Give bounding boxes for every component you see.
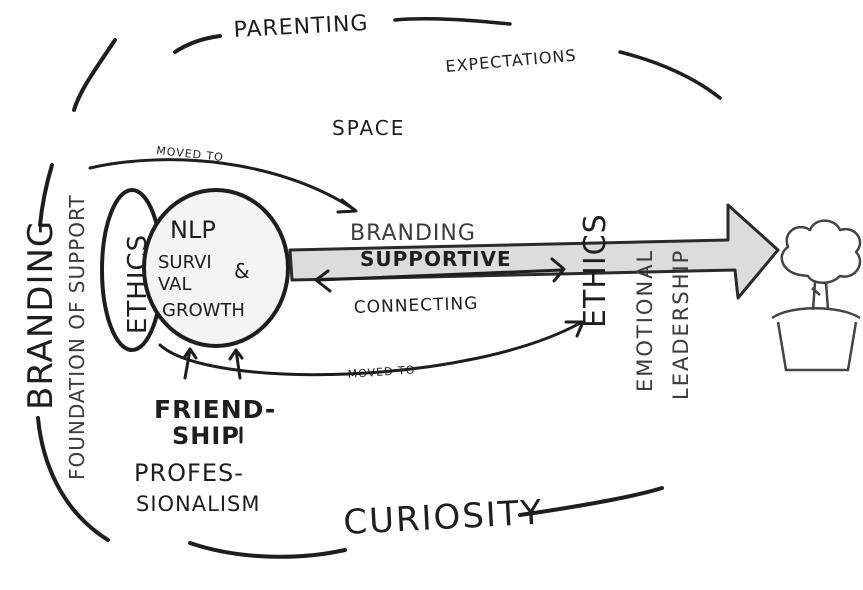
nlp-circle (142, 188, 290, 348)
growth-label: GROWTH (162, 300, 245, 321)
moved-to-top-arrowhead (336, 198, 358, 214)
ampersand-label: & (234, 259, 250, 283)
val-label: VAL (158, 274, 192, 295)
expectations-label: EXPECTATIONS (445, 46, 578, 76)
supportive-label: SUPPORTIVE (360, 247, 512, 271)
tree-icon (771, 219, 862, 372)
moved-to-top-arrow (88, 158, 357, 212)
space-label: SPACE (332, 116, 405, 140)
branding-right-label: BRANDING (350, 221, 476, 246)
branding-left-label: BRANDING (21, 220, 61, 410)
leadership-label: LEADERSHIP (669, 249, 693, 400)
friendship-label-line2: SHIP (172, 422, 240, 450)
emotional-label: EMOTIONAL (633, 249, 657, 392)
professionalism-label-line1: PROFES- (134, 459, 244, 487)
curiosity-label: CURIOSITY (342, 493, 544, 543)
professionalism-label-line2: SIONALISM (136, 492, 260, 516)
moved-to-bottom-label: MOVED TO (347, 363, 416, 381)
moved-to-bottom-arrow (158, 320, 584, 377)
moved-to-bottom-arrowhead (564, 320, 585, 338)
parenting-label: PARENTING (233, 11, 369, 43)
foundation-of-support-label: FOUNDATION OF SUPPORT (65, 194, 89, 480)
ethics-left-label: ETHICS (123, 234, 153, 334)
outer-frame (36, 17, 722, 559)
double-headed-arrow (314, 257, 566, 293)
ethics-right-label: ETHICS (578, 213, 613, 328)
friendship-arrows (182, 347, 244, 444)
connecting-label: CONNECTING (353, 294, 478, 318)
friendship-label-line1: FRIEND- (154, 395, 276, 424)
survi-label: SURVI (158, 252, 212, 273)
nlp-label: NLP (170, 216, 216, 244)
